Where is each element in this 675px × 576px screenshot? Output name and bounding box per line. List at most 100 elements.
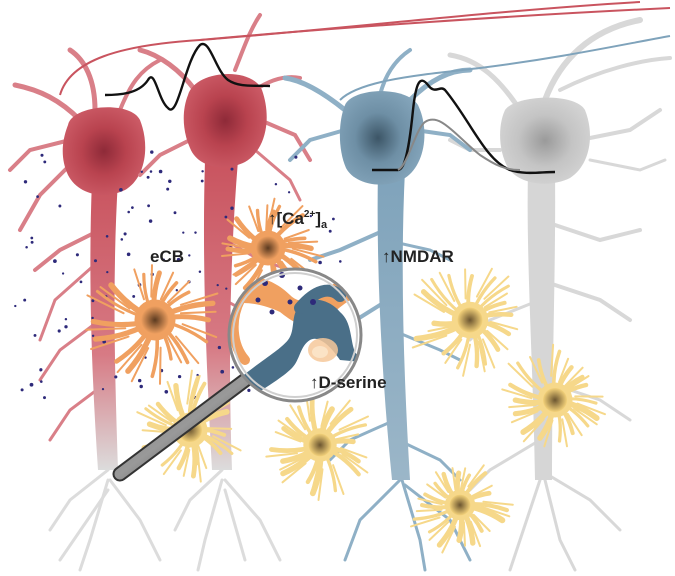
ecb-dot: [216, 283, 219, 287]
ecb-dot: [40, 153, 44, 157]
ecb-dot: [30, 240, 34, 244]
ecb-dot: [30, 236, 34, 240]
astrocyte-calcium-label: ↑[Ca2+]a: [268, 209, 328, 231]
active-astrocytes: [85, 197, 325, 385]
ecb-dot: [75, 253, 79, 257]
ecb-dot: [287, 191, 291, 194]
red-axons: [59, 1, 671, 96]
ecb-dot: [23, 180, 28, 184]
resting-astrocyte: [501, 343, 606, 448]
ecb-dot: [91, 299, 95, 303]
ecb-dot: [33, 333, 37, 337]
ecb-dot: [158, 169, 163, 174]
resting-astrocytes: [136, 267, 606, 554]
ecb-dot: [43, 396, 46, 400]
nmdar-label: ↑NMDAR: [382, 247, 454, 266]
ecb-dot: [138, 378, 142, 383]
ecb-dot: [274, 182, 278, 186]
ecb-dot: [182, 231, 185, 234]
ecb-dot: [147, 204, 151, 208]
ecb-dot: [339, 260, 342, 263]
ecb-dot: [294, 155, 298, 159]
ca-suffix: ]: [315, 209, 321, 228]
ecb-dot: [132, 294, 136, 298]
ecb-dot: [164, 389, 169, 394]
ecb-dot: [173, 211, 177, 215]
blue-neuron: [282, 48, 473, 572]
ecb-label: eCB: [150, 247, 184, 266]
ecb-dot: [318, 260, 322, 265]
resting-astrocyte: [265, 387, 369, 501]
ecb-dot: [188, 254, 191, 257]
resting-astrocyte: [410, 464, 514, 554]
ca-prefix: ↑[Ca: [268, 209, 304, 228]
ecb-dot: [309, 214, 312, 218]
ecb-dots: [14, 150, 342, 400]
ecb-dot: [91, 334, 95, 338]
ca-superscript: 2+: [304, 209, 316, 220]
ecb-dot: [139, 384, 143, 389]
ecb-dot: [230, 167, 234, 171]
ecb-dot: [166, 187, 170, 191]
ecb-dot: [57, 329, 61, 333]
ecb-dot: [20, 388, 24, 392]
ecb-dot: [201, 170, 204, 173]
ecb-dot: [196, 373, 199, 377]
ecb-dot: [119, 187, 123, 192]
ecb-dot: [177, 374, 182, 379]
ecb-dot: [14, 304, 17, 308]
ecb-dot: [217, 345, 222, 350]
ecb-dot: [176, 257, 181, 262]
epsp-trace: [372, 79, 556, 175]
ecb-dot: [43, 160, 47, 164]
ecb-dot: [106, 270, 109, 274]
ca-subscript: a: [321, 219, 328, 231]
ecb-dot: [194, 231, 197, 234]
ecb-dot: [39, 369, 42, 372]
ecb-dot: [131, 206, 134, 209]
ecb-dot: [220, 369, 225, 374]
ecb-dot: [168, 179, 172, 184]
ecb-dot: [200, 179, 204, 183]
ecb-dot: [91, 316, 94, 320]
ecb-dot: [162, 258, 166, 262]
ecb-dot: [127, 210, 130, 214]
ecb-dot: [148, 219, 153, 223]
ecb-dot: [247, 388, 251, 392]
dserine-label: ↑D-serine: [310, 373, 387, 392]
ecb-dot: [231, 366, 235, 369]
ecb-dot: [149, 170, 153, 173]
ecb-dot: [175, 289, 178, 292]
ecb-dot: [224, 215, 228, 219]
ecb-dot: [123, 232, 127, 236]
ecb-dot: [25, 245, 28, 249]
active-astrocyte: [85, 264, 219, 385]
ecb-dot: [40, 380, 43, 383]
ecb-dot: [58, 204, 62, 208]
ecb-dot: [332, 217, 335, 221]
ecb-dot: [225, 287, 228, 290]
ecb-dot: [64, 325, 68, 329]
ecb-dot: [79, 280, 83, 284]
blue-axons: [339, 35, 671, 101]
ecb-dot: [36, 195, 39, 198]
ecb-dot: [140, 170, 144, 174]
ecb-dot: [328, 229, 332, 233]
ecb-dot: [64, 317, 68, 321]
ecb-dot: [150, 150, 154, 154]
ecb-dot: [105, 235, 109, 238]
ecb-dot: [126, 252, 131, 257]
ecb-dot: [23, 298, 27, 302]
resting-astrocyte: [411, 267, 519, 377]
ecb-dot: [114, 375, 118, 379]
active-astrocyte: [221, 197, 325, 298]
ecb-dot: [120, 238, 124, 241]
ecb-dot: [29, 382, 34, 387]
ecb-dot: [198, 270, 202, 274]
ecb-dot: [146, 175, 150, 179]
ecb-dot: [93, 259, 98, 263]
ecb-dot: [101, 387, 105, 391]
ecb-dot: [61, 272, 65, 275]
ecb-dot: [53, 259, 57, 263]
